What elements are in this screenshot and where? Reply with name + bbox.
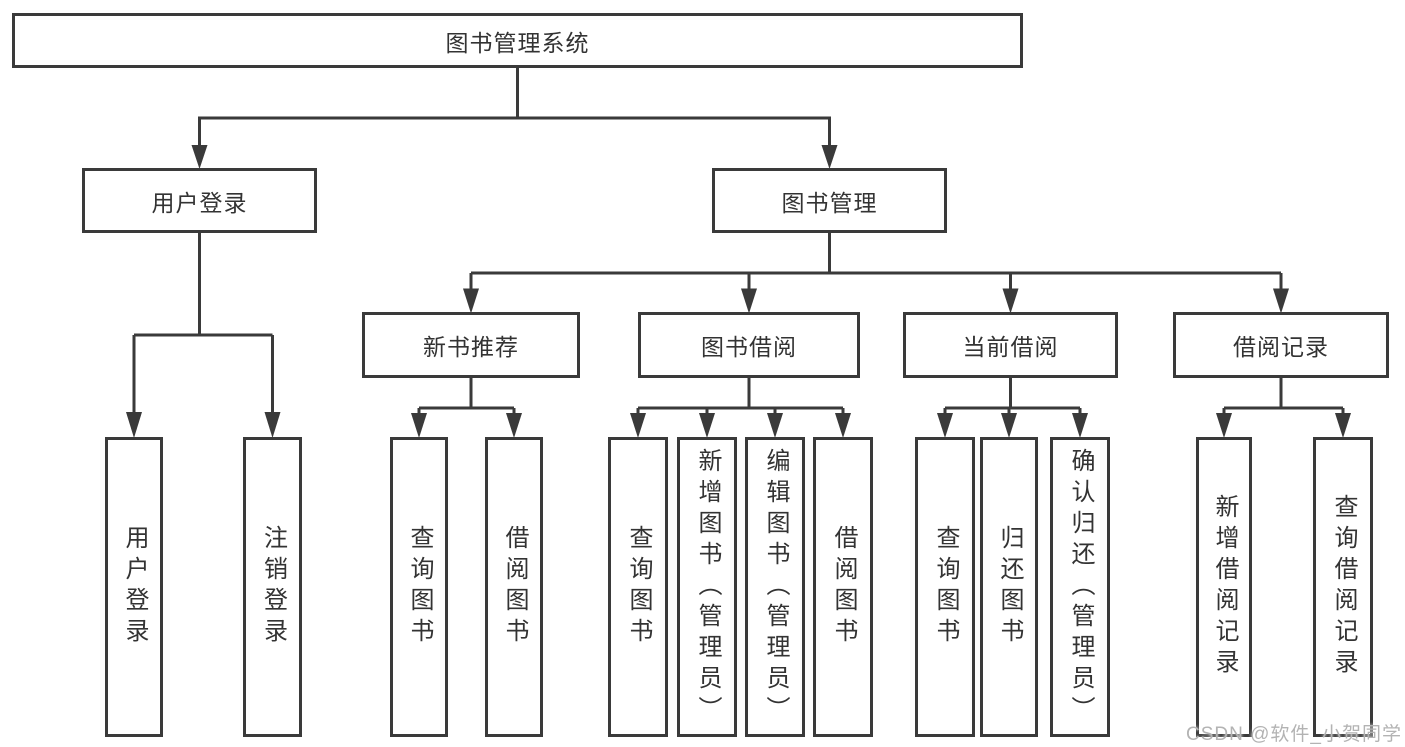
connector-root-to-level1 [191,68,838,169]
arrow-down-icon [126,412,142,438]
leaf-currentborrow-query-books: 查询图书 [915,437,975,737]
arrow-down-icon [767,413,783,438]
leaf-bookborrow-query-books: 查询图书 [608,437,668,737]
arrow-down-icon [835,413,851,438]
leaf-bookborrow-add-books-admin-label: 新增图书（管理员） [694,447,721,727]
leaf-user-login-label: 用户登录 [121,525,148,649]
node-new-book-recommend-label: 新书推荐 [423,334,519,360]
arrow-down-icon [1002,288,1019,314]
leaf-user-login: 用户登录 [105,437,163,737]
node-user-login-label: 用户登录 [151,189,248,216]
leaf-currentborrow-return-books-label: 归还图书 [996,525,1023,649]
arrow-down-icon [1216,413,1232,438]
connector-borrowrecords-to-leaves [1216,378,1351,438]
connector-userlogin-to-leaves [126,232,281,438]
leaf-borrowrecords-add-record-label: 新增借阅记录 [1211,494,1238,680]
connector-bookmgmt-to-level2 [463,232,1289,314]
leaf-bookborrow-edit-books-admin-label: 编辑图书（管理员） [762,447,789,727]
connector-bookborrow-to-leaves [630,378,851,438]
node-borrow-records-label: 借阅记录 [1233,334,1329,360]
leaf-currentborrow-confirm-return-admin-label: 确认归还（管理员） [1067,447,1094,727]
leaf-currentborrow-return-books: 归还图书 [980,437,1038,737]
node-book-management-label: 图书管理 [781,189,878,216]
arrow-down-icon [264,412,281,438]
leaf-newbookrec-query-books: 查询图书 [390,437,448,737]
leaf-bookborrow-edit-books-admin: 编辑图书（管理员） [745,437,805,737]
node-book-management: 图书管理 [712,168,947,233]
leaf-newbookrec-query-books-label: 查询图书 [406,525,433,649]
leaf-newbookrec-borrow-books-label: 借阅图书 [501,525,528,649]
connector-currentborrow-to-leaves [937,378,1088,438]
leaf-borrowrecords-add-record: 新增借阅记录 [1196,437,1252,737]
node-root: 图书管理系统 [12,13,1023,68]
leaf-currentborrow-query-books-label: 查询图书 [932,525,959,649]
leaf-logout: 注销登录 [243,437,302,737]
arrow-down-icon [821,145,838,169]
arrow-down-icon [463,288,479,314]
arrow-down-icon [506,413,522,438]
leaf-bookborrow-borrow-books-label: 借阅图书 [830,525,857,649]
arrow-down-icon [411,413,427,438]
arrow-down-icon [1335,413,1351,438]
leaf-bookborrow-add-books-admin: 新增图书（管理员） [677,437,737,737]
node-current-borrow: 当前借阅 [903,312,1118,378]
arrow-down-icon [1001,413,1017,438]
arrow-down-icon [937,413,953,438]
arrow-down-icon [1072,413,1088,438]
node-borrow-records: 借阅记录 [1173,312,1389,378]
leaf-borrowrecords-query-record: 查询借阅记录 [1313,437,1373,737]
arrow-down-icon [191,145,208,169]
leaf-bookborrow-borrow-books: 借阅图书 [813,437,873,737]
connector-newbookrec-to-leaves [411,378,522,438]
node-book-borrow-label: 图书借阅 [701,334,797,360]
csdn-watermark: CSDN @软件_小贺同学 [1186,724,1402,745]
arrow-down-icon [630,413,646,438]
arrow-down-icon [741,288,757,314]
node-book-borrow: 图书借阅 [638,312,860,378]
leaf-bookborrow-query-books-label: 查询图书 [625,525,652,649]
leaf-borrowrecords-query-record-label: 查询借阅记录 [1330,494,1357,680]
arrow-down-icon [1273,288,1289,314]
leaf-currentborrow-confirm-return-admin: 确认归还（管理员） [1050,437,1110,737]
leaf-logout-label: 注销登录 [259,525,287,649]
leaf-newbookrec-borrow-books: 借阅图书 [485,437,543,737]
node-current-borrow-label: 当前借阅 [962,334,1059,360]
node-user-login: 用户登录 [82,168,317,233]
node-new-book-recommend: 新书推荐 [362,312,580,378]
arrow-down-icon [699,413,715,438]
node-root-label: 图书管理系统 [445,29,590,56]
